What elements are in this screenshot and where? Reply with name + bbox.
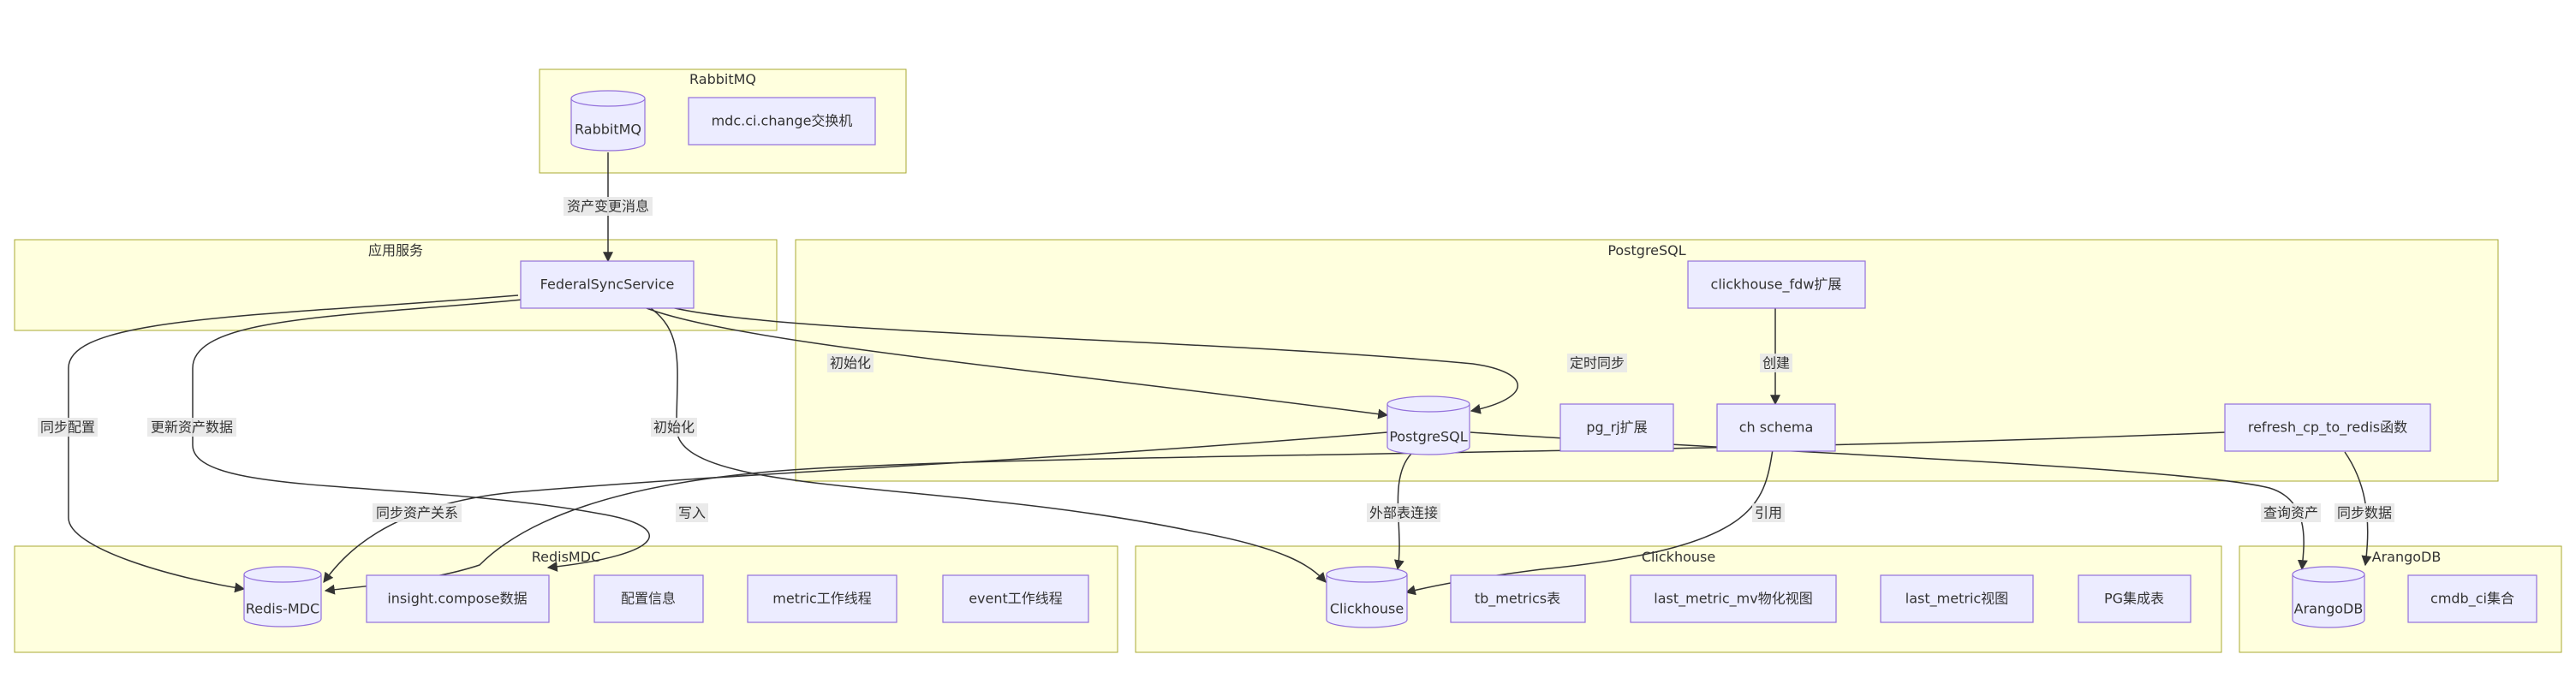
cluster-title-redis: RedisMDC: [532, 549, 600, 565]
node-mv-view: last_metric_mv物化视图: [1630, 574, 1837, 623]
svg-text:insight.compose数据: insight.compose数据: [387, 591, 527, 607]
edge-federal-clickhouse-init: [650, 307, 1327, 583]
edge-label-update-asset: 更新资产数据: [147, 418, 236, 437]
svg-text:同步配置: 同步配置: [40, 419, 95, 436]
cluster-title-app-service: 应用服务: [368, 242, 423, 259]
node-event-thread: event工作线程: [942, 574, 1089, 623]
edge-label-sync-relation: 同步资产关系: [373, 503, 462, 522]
svg-text:tb_metrics表: tb_metrics表: [1475, 591, 1560, 608]
cluster-title-postgresql: PostgreSQL: [1607, 242, 1685, 259]
svg-text:初始化: 初始化: [830, 355, 871, 372]
svg-text:更新资产数据: 更新资产数据: [151, 419, 233, 436]
svg-text:cmdb_ci集合: cmdb_ci集合: [2430, 591, 2514, 608]
edge-label-init2: 初始化: [651, 418, 697, 437]
edge-chschema-tbmetrics-ref: [1404, 449, 1774, 596]
svg-text:RabbitMQ: RabbitMQ: [575, 122, 641, 138]
node-last-view: last_metric视图: [1880, 574, 2034, 623]
svg-text:PG集成表: PG集成表: [2104, 591, 2164, 607]
svg-text:Redis-MDC: Redis-MDC: [246, 601, 319, 617]
svg-text:last_metric视图: last_metric视图: [1905, 591, 2008, 608]
svg-text:外部表连接: 外部表连接: [1369, 505, 1438, 521]
svg-text:同步数据: 同步数据: [2337, 505, 2392, 521]
node-pg-table: PG集成表: [2078, 574, 2191, 623]
svg-text:PostgreSQL: PostgreSQL: [1389, 429, 1467, 445]
edge-label-query-asset: 查询资产: [2261, 503, 2321, 522]
svg-text:FederalSyncService: FederalSyncService: [540, 277, 675, 293]
edge-label-init1: 初始化: [827, 354, 874, 372]
node-federal-sync-service: FederalSyncService: [520, 260, 695, 309]
edge-labels: 资产变更消息 初始化 定时同步 创建 同步配置 更新资产数据 初始化 同步资产: [38, 197, 2394, 522]
svg-text:查询资产: 查询资产: [2263, 505, 2318, 521]
svg-text:初始化: 初始化: [653, 419, 695, 436]
edge-label-write: 写入: [676, 503, 708, 522]
svg-text:ch schema: ch schema: [1739, 419, 1814, 436]
edge-label-create: 创建: [1760, 354, 1792, 372]
node-rabbitmq-db: RabbitMQ: [570, 90, 646, 152]
node-tb-metrics: tb_metrics表: [1450, 574, 1586, 623]
cluster-title-clickhouse: Clickhouse: [1642, 549, 1715, 565]
edge-label-asset-change: 资产变更消息: [564, 197, 653, 216]
edges: [68, 152, 2372, 596]
edge-federal-compose-update: [192, 299, 650, 572]
node-metric-thread: metric工作线程: [747, 574, 897, 623]
svg-text:配置信息: 配置信息: [621, 591, 676, 607]
svg-text:clickhouse_fdw扩展: clickhouse_fdw扩展: [1711, 277, 1842, 294]
svg-text:event工作线程: event工作线程: [969, 591, 1063, 607]
edge-label-sync-config: 同步配置: [38, 418, 98, 437]
svg-text:last_metric_mv物化视图: last_metric_mv物化视图: [1654, 591, 1812, 608]
edge-label-sync-data: 同步数据: [2334, 503, 2394, 522]
edge-federal-pg-sync: [667, 306, 1518, 414]
edge-federal-redis-config: [68, 294, 519, 593]
svg-text:pg_rj扩展: pg_rj扩展: [1586, 419, 1647, 437]
svg-text:mdc.ci.change交换机: mdc.ci.change交换机: [712, 113, 853, 129]
node-ch-schema: ch schema: [1716, 403, 1836, 452]
cluster-redis: RedisMDC: [14, 545, 1118, 653]
node-pg-rj: pg_rj扩展: [1559, 403, 1674, 452]
svg-text:写入: 写入: [678, 505, 706, 521]
node-exchange: mdc.ci.change交换机: [688, 97, 876, 146]
svg-text:引用: 引用: [1755, 505, 1782, 521]
svg-text:同步资产关系: 同步资产关系: [376, 505, 458, 521]
node-arango-db: ArangoDB: [2292, 566, 2365, 628]
edge-pg-redis-relation: [323, 431, 1388, 583]
cluster-title-rabbitmq: RabbitMQ: [689, 71, 756, 87]
edge-label-reference: 引用: [1752, 503, 1785, 522]
node-refresh-fn: refresh_cp_to_redis函数: [2224, 403, 2431, 452]
svg-text:创建: 创建: [1762, 355, 1790, 372]
node-compose: insight.compose数据: [366, 574, 550, 623]
svg-text:Clickhouse: Clickhouse: [1330, 601, 1404, 617]
svg-text:资产变更消息: 资产变更消息: [567, 199, 649, 215]
edge-refresh-arango-sync: [2344, 451, 2372, 567]
node-config: 配置信息: [593, 574, 704, 623]
svg-text:定时同步: 定时同步: [1570, 355, 1625, 372]
svg-text:refresh_cp_to_redis函数: refresh_cp_to_redis函数: [2248, 419, 2407, 437]
svg-text:ArangoDB: ArangoDB: [2294, 601, 2364, 617]
node-postgresql-db: PostgreSQL: [1386, 396, 1470, 455]
node-clickhouse-db: Clickhouse: [1326, 566, 1408, 628]
edge-federal-pg-init: [646, 307, 1389, 419]
cluster-title-arangodb: ArangoDB: [2372, 549, 2442, 565]
svg-text:metric工作线程: metric工作线程: [772, 591, 872, 607]
node-redis-db: Redis-MDC: [243, 566, 322, 627]
edge-label-foreign-table: 外部表连接: [1367, 503, 1440, 522]
edge-label-sched-sync: 定时同步: [1567, 354, 1627, 372]
node-cmdb: cmdb_ci集合: [2407, 574, 2537, 623]
node-clickhouse-fdw: clickhouse_fdw扩展: [1687, 260, 1866, 309]
